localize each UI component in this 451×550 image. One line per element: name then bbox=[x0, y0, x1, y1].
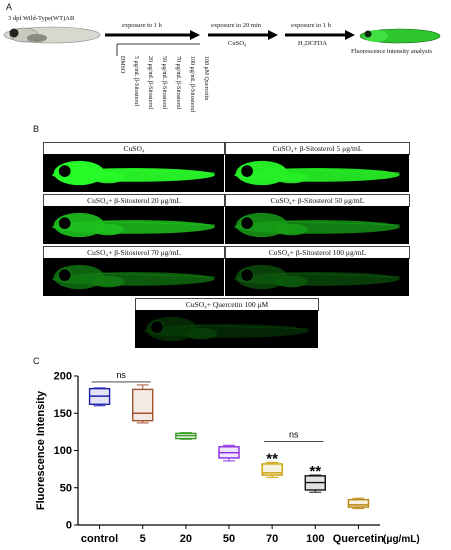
treatment-6: 100 μM Quercetin bbox=[203, 56, 209, 101]
fluorescent-larva-3 bbox=[234, 212, 400, 238]
box-Quercetin bbox=[347, 498, 370, 508]
significance-stars: ** bbox=[309, 463, 321, 480]
x-tick-label: 100 bbox=[306, 533, 324, 545]
fluorescent-larva-5 bbox=[234, 264, 400, 290]
step3-label: exposure to 1 h bbox=[291, 22, 331, 29]
y-tick-label: 100 bbox=[54, 445, 72, 457]
panel-a-schematic: 3 dpf Wild-Type(WT)AB exposure to 1 h ex… bbox=[0, 0, 451, 125]
fish-image-6 bbox=[135, 310, 318, 348]
panel-b-letter: B bbox=[33, 124, 40, 134]
fluorescent-larva-6 bbox=[144, 316, 309, 342]
x-tick-label: 20 bbox=[180, 533, 192, 545]
fish-image-1 bbox=[225, 154, 409, 192]
fluorescent-larva bbox=[359, 28, 441, 44]
treatment-1: 5 μg/mL β-Sitosterol bbox=[133, 56, 139, 107]
panel-a-letter: A bbox=[6, 2, 13, 12]
y-tick-label: 150 bbox=[54, 408, 72, 420]
y-tick-label: 0 bbox=[66, 520, 72, 532]
workflow-arrows bbox=[105, 30, 355, 56]
y-axis-label: Fluorescence Intensity bbox=[35, 390, 47, 510]
step1-label: exposure to 1 h bbox=[122, 22, 162, 29]
treatment-3: 50 μg/mL β-Sitosterol bbox=[161, 56, 167, 110]
x-tick-label: 70 bbox=[266, 533, 278, 545]
treatment-2: 20 μg/mL β-Sitosterol bbox=[147, 56, 153, 110]
unit-label: (μg/mL) bbox=[383, 534, 420, 545]
fluorescent-larva-2 bbox=[52, 212, 215, 238]
treatment-4: 70 μg/mL β-Sitosterol bbox=[175, 56, 181, 110]
fluorescent-larva-4 bbox=[52, 264, 215, 290]
fish-image-3 bbox=[225, 206, 409, 244]
final-step-label: Fluorescence intensity analysis bbox=[351, 48, 432, 55]
box-70 bbox=[261, 463, 283, 476]
fluorescent-larva-1 bbox=[234, 160, 400, 186]
x-tick-label: 5 bbox=[140, 533, 146, 545]
treatment-0: DMSO bbox=[119, 56, 125, 74]
step2-sub: CuSO₄ bbox=[228, 40, 247, 47]
fish-image-0 bbox=[43, 154, 224, 192]
panel-c-letter: C bbox=[33, 356, 40, 366]
y-tick-label: 200 bbox=[54, 371, 72, 383]
fish-image-5 bbox=[225, 258, 409, 296]
fish-label: 3 dpf Wild-Type(WT)AB bbox=[8, 15, 75, 22]
fish-image-4 bbox=[43, 258, 224, 296]
step3-sub: H₂DCFDA bbox=[298, 40, 327, 47]
fish-image-2 bbox=[43, 206, 224, 244]
y-tick-label: 50 bbox=[60, 482, 72, 494]
box-5 bbox=[132, 388, 154, 422]
significance-stars: ** bbox=[266, 450, 278, 467]
significance-label: ns bbox=[289, 430, 299, 440]
fluorescent-larva-0 bbox=[52, 160, 215, 186]
x-tick-label: 50 bbox=[223, 533, 235, 545]
larva-drawing bbox=[3, 26, 101, 44]
x-tick-label: Quercetin bbox=[333, 533, 385, 545]
x-tick-label: control bbox=[81, 533, 118, 545]
step2-label: exposure to 20 min bbox=[211, 22, 262, 29]
significance-label: ns bbox=[116, 370, 126, 380]
treatment-5: 100 μg/mL β-Sitosterol bbox=[189, 56, 195, 113]
